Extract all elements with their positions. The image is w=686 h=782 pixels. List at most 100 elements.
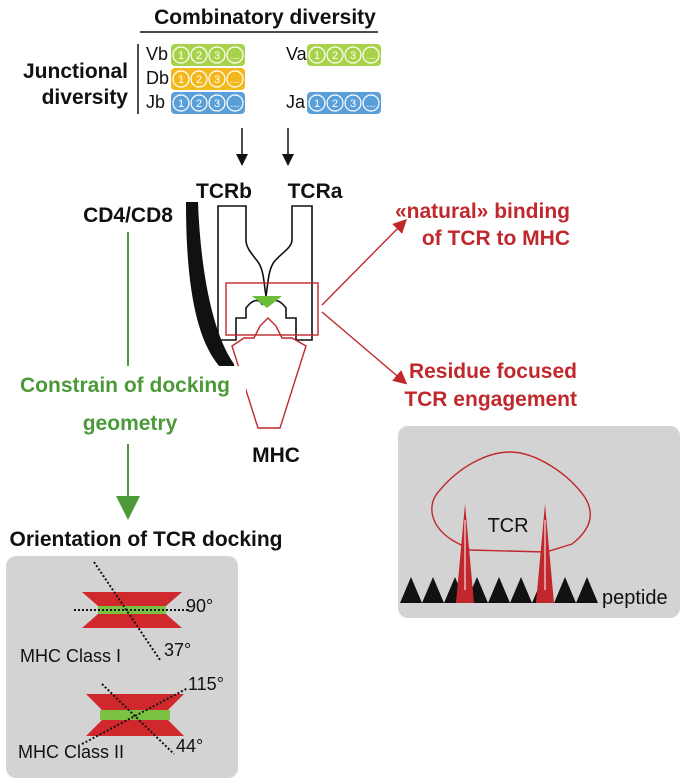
peptide-wedge xyxy=(252,296,282,308)
tcr-beta-chain xyxy=(217,205,267,341)
segment-circle xyxy=(362,94,380,112)
segment-db-label: Db xyxy=(146,68,169,88)
segment-circle-label: ... xyxy=(230,50,239,62)
contact-region-box xyxy=(225,282,319,336)
cd4-cd8-label: CD4/CD8 xyxy=(83,204,173,227)
peptide-bump xyxy=(400,577,422,603)
segment-circle-label: ... xyxy=(366,98,375,110)
segment-circle-label: 3 xyxy=(350,50,356,62)
tcra-label: TCRa xyxy=(288,180,343,203)
class-ii-name: MHC Class II xyxy=(18,742,124,762)
constrain-line1: Constrain of docking xyxy=(20,374,230,397)
junctional-label-line1: Junctional xyxy=(23,60,128,83)
segment-circle-label: 3 xyxy=(214,74,220,86)
segment-circle-label: 2 xyxy=(332,98,338,110)
segment-circle-label: ... xyxy=(230,98,239,110)
segment-vb: Vb xyxy=(146,44,245,66)
segment-circle xyxy=(172,94,190,112)
segment-circle-label: 2 xyxy=(196,74,202,86)
segment-circle xyxy=(172,70,190,88)
arrow-natural-binding xyxy=(321,219,407,306)
segment-circle xyxy=(208,46,226,64)
peptide-bump xyxy=(488,577,510,603)
class-ii-angle-bottom: 44° xyxy=(176,736,203,756)
segment-circle xyxy=(208,94,226,112)
segment-db: Db xyxy=(146,68,245,90)
segment-jb-label: Jb xyxy=(146,92,165,112)
peptide-bump xyxy=(554,577,576,603)
coreceptor-shape xyxy=(186,202,236,380)
segment-va-bar xyxy=(307,44,381,66)
orientation-title: Orientation of TCR docking xyxy=(10,528,283,551)
mhc-class-ii-diagram: 115° 44° MHC Class II xyxy=(18,674,224,762)
segment-vb-bar xyxy=(171,44,245,66)
segment-circle-label: 2 xyxy=(332,50,338,62)
mhc-class-i-diagram: 90° 37° MHC Class I xyxy=(20,561,213,666)
segment-circle xyxy=(326,94,344,112)
segment-circle-label: ... xyxy=(366,50,375,62)
segment-circle xyxy=(226,46,244,64)
segment-circle xyxy=(190,94,208,112)
combinatory-diversity-label: Combinatory diversity xyxy=(154,6,376,29)
class-ii-bottom-wedge xyxy=(86,720,184,736)
segment-circle-label: 1 xyxy=(178,50,184,62)
segment-circle xyxy=(226,70,244,88)
orientation-panel xyxy=(6,556,238,778)
peptide-bump xyxy=(422,577,444,603)
segment-circle xyxy=(344,46,362,64)
segment-circle xyxy=(190,46,208,64)
peptide-bump xyxy=(576,577,598,603)
segment-circle-label: 1 xyxy=(178,74,184,86)
segment-circle xyxy=(208,70,226,88)
tcr-alpha-chain xyxy=(265,205,313,341)
class-ii-top-wedge xyxy=(86,694,184,710)
segment-circle xyxy=(344,94,362,112)
segment-circle xyxy=(190,70,208,88)
class-i-top-wedge xyxy=(82,592,182,606)
tcr-dome-outline xyxy=(431,451,591,553)
segment-circle-label: 2 xyxy=(196,50,202,62)
segment-ja: Ja xyxy=(286,92,381,114)
segment-va-label: Va xyxy=(286,44,308,64)
segment-circle-label: 2 xyxy=(196,98,202,110)
class-i-bottom-wedge xyxy=(82,614,182,628)
mhc-label: MHC xyxy=(252,444,300,467)
segment-circle xyxy=(326,46,344,64)
segment-circle xyxy=(308,94,326,112)
segment-circle xyxy=(172,46,190,64)
segment-circle-label: 3 xyxy=(350,98,356,110)
green-label-mask xyxy=(6,366,246,444)
constrain-line2: geometry xyxy=(83,412,178,435)
segment-circle-label: 1 xyxy=(314,50,320,62)
tcrb-label: TCRb xyxy=(196,180,252,203)
segment-jb-bar xyxy=(171,92,245,114)
segment-va: Va xyxy=(286,44,381,66)
junctional-label-line2: diversity xyxy=(42,86,129,109)
class-i-angle-bottom: 37° xyxy=(164,640,191,660)
class-i-angle-top: 90° xyxy=(186,596,213,616)
segment-circle xyxy=(362,46,380,64)
segment-ja-bar xyxy=(307,92,381,114)
residue-focused-line2: TCR engagement xyxy=(404,388,577,411)
peptide-label: peptide xyxy=(602,587,668,609)
natural-binding-line1: «natural» binding xyxy=(395,200,570,223)
tcr-dome-label: TCR xyxy=(487,515,528,537)
class-ii-angle-top: 115° xyxy=(188,674,224,694)
segment-circle-label: 1 xyxy=(178,98,184,110)
segment-jb: Jb xyxy=(146,92,245,114)
mhc-shape xyxy=(231,317,307,429)
segment-circle-label: 3 xyxy=(214,98,220,110)
segment-circle-label: 3 xyxy=(214,50,220,62)
natural-binding-line2: of TCR to MHC xyxy=(422,227,570,250)
segment-circle-label: ... xyxy=(230,74,239,86)
peptide-bump xyxy=(510,577,532,603)
segment-ja-label: Ja xyxy=(286,92,306,112)
segment-db-bar xyxy=(171,68,245,90)
class-ii-diagonal-b xyxy=(101,683,175,755)
segment-circle xyxy=(308,46,326,64)
segment-circle-label: 1 xyxy=(314,98,320,110)
segment-vb-label: Vb xyxy=(146,44,168,64)
segment-circle xyxy=(226,94,244,112)
